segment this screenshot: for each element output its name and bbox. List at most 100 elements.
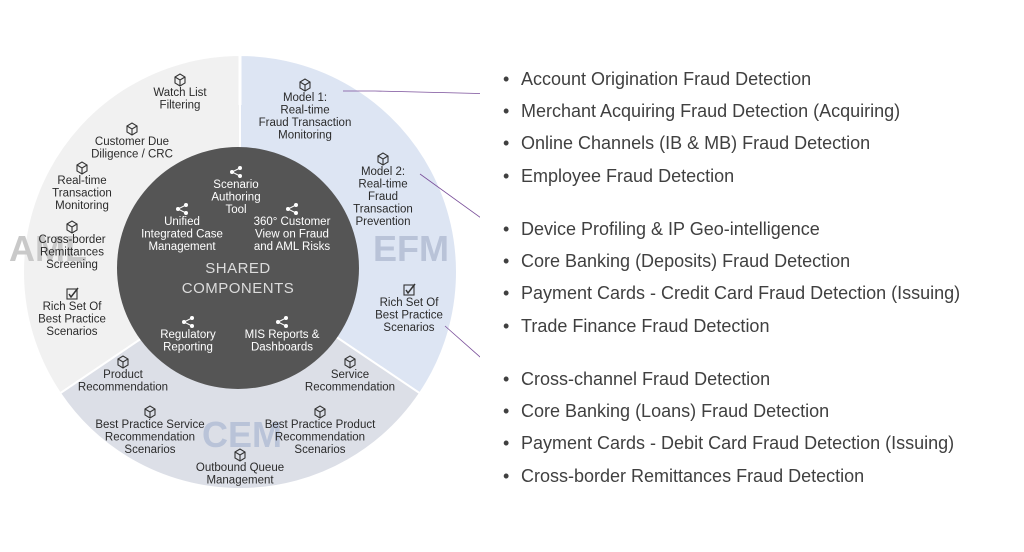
ring-node: Best Practice ProductRecommendationScena…: [265, 405, 376, 456]
bullet-dot: •: [503, 283, 510, 303]
ring-node-label: Diligence / CRC: [91, 149, 173, 161]
ring-node-label: Rich Set Of: [43, 301, 103, 313]
bullet-text: Employee Fraud Detection: [521, 166, 735, 186]
ring-node-label: Real-time: [280, 105, 329, 117]
ring-node-label: Scenarios: [46, 326, 97, 338]
bullet-item: •Device Profiling & IP Geo-intelligence: [503, 219, 820, 240]
cube-icon: [299, 78, 311, 92]
core-item-label: View on Fraud: [255, 229, 329, 241]
bullet-item: •Trade Finance Fraud Detection: [503, 316, 769, 337]
bullet-text: Core Banking (Loans) Fraud Detection: [521, 401, 830, 421]
core-item-label: 360° Customer: [254, 216, 331, 228]
ring-node-label: Real-time: [57, 175, 106, 187]
ring-node-label: Prevention: [356, 216, 411, 228]
cube-icon: [377, 152, 389, 166]
cube-icon: [144, 405, 156, 419]
ring-node-label: Recommendation: [105, 432, 195, 444]
ring-node: Model 2:Real-timeFraudTransactionPrevent…: [353, 152, 413, 228]
ring-node-label: Model 2:: [361, 166, 405, 178]
ring-node-label: Scenarios: [294, 444, 345, 456]
core-item-label: Management: [148, 241, 216, 253]
platform-circle-diagram: AML EFM CEM SHARED COMPONENTS ScenarioAu…: [9, 53, 480, 491]
cube-icon: [314, 405, 326, 419]
checkbox-icon: [66, 287, 79, 300]
core-item-label: Reporting: [163, 342, 213, 354]
ring-node-label: Best Practice: [38, 314, 106, 326]
ring-node-label: Cross-border: [38, 234, 105, 246]
ring-node-label: Product: [103, 369, 143, 381]
bullet-text: Cross-border Remittances Fraud Detection: [521, 466, 865, 486]
cube-icon: [344, 355, 356, 369]
share-icon: [276, 316, 288, 328]
bullet-text: Merchant Acquiring Fraud Detection (Acqu…: [521, 101, 901, 121]
core-item-label: Tool: [225, 204, 246, 216]
bullet-text: Payment Cards - Debit Card Fraud Detecti…: [521, 433, 955, 453]
core-item-label: MIS Reports &: [245, 329, 320, 341]
bullet-item: • Cross-border Remittances Fraud Detectio…: [503, 466, 864, 487]
core-item-label: Authoring: [211, 192, 260, 204]
cube-icon: [66, 220, 78, 234]
bullet-text: Trade Finance Fraud Detection: [521, 316, 770, 336]
bullet-item: •Merchant Acquiring Fraud Detection (Acq…: [503, 101, 900, 122]
bullet-text: Core Banking (Deposits) Fraud Detection: [521, 251, 851, 271]
ring-node-label: Best Practice Service: [95, 419, 204, 431]
core-item-label: Regulatory: [160, 329, 216, 341]
core-item-label: Scenario: [213, 179, 258, 191]
bullet-text: Account Origination Fraud Detection: [521, 69, 812, 89]
ring-node-label: Monitoring: [55, 200, 109, 212]
ring-node-label: Recommendation: [275, 432, 365, 444]
cube-icon: [76, 161, 88, 175]
ring-node-label: Best Practice Product: [265, 419, 376, 431]
bullet-item: • Payment Cards - Debit Card Fraud Detect…: [503, 433, 954, 454]
shared-components-title-line2: COMPONENTS: [182, 280, 295, 297]
share-icon: [176, 203, 188, 215]
core-item: MIS Reports &Dashboards: [245, 316, 320, 354]
ring-node-label: Fraud Transaction: [259, 117, 352, 129]
cube-icon: [117, 355, 129, 369]
core-item-label: Unified: [164, 216, 200, 228]
ring-node: Best Practice ServiceRecommendationScena…: [95, 405, 205, 456]
ring-node-label: Best Practice: [375, 310, 443, 322]
ring-node-label: Remittances: [40, 247, 104, 259]
core-item-label: Integrated Case: [141, 229, 223, 241]
bullet-dot: •: [503, 219, 510, 239]
bullet-item: •Core Banking (Loans) Fraud Detection: [503, 401, 829, 422]
bullet-item: •Cross-channel Fraud Detection: [503, 369, 770, 390]
ring-node-label: Outbound Queue: [196, 462, 284, 474]
core-item-label: and AML Risks: [254, 241, 331, 253]
ring-node-label: Fraud: [368, 191, 398, 203]
bullet-dot: •: [503, 433, 510, 453]
aml-segment-label: AML: [9, 228, 87, 269]
bullet-text: Cross-channel Fraud Detection: [521, 369, 771, 389]
bullet-item: •Employee Fraud Detection: [503, 166, 734, 187]
ring-node-label: Scenarios: [124, 444, 175, 456]
share-icon: [286, 203, 298, 215]
bullet-item: •Account Origination Fraud Detection: [503, 69, 811, 90]
ring-node-label: Monitoring: [278, 130, 332, 142]
cube-icon: [126, 122, 138, 136]
bullet-dot: •: [503, 466, 510, 486]
cem-segment-label: CEM: [202, 414, 282, 455]
ring-node-label: Rich Set Of: [380, 297, 440, 309]
bullet-dot: •: [503, 133, 510, 153]
share-icon: [230, 166, 242, 178]
bullet-item: •Payment Cards - Credit Card Fraud Detec…: [503, 283, 960, 304]
ring-node-label: Customer Due: [95, 136, 169, 148]
bullet-item: •Online Channels (IB & MB) Fraud Detecti…: [503, 133, 870, 154]
ring-node-label: Scenarios: [383, 322, 434, 334]
shared-components-title-line1: SHARED: [205, 260, 271, 277]
checkbox-icon: [403, 283, 416, 296]
bullet-item: •Core Banking (Deposits) Fraud Detection: [503, 251, 850, 272]
